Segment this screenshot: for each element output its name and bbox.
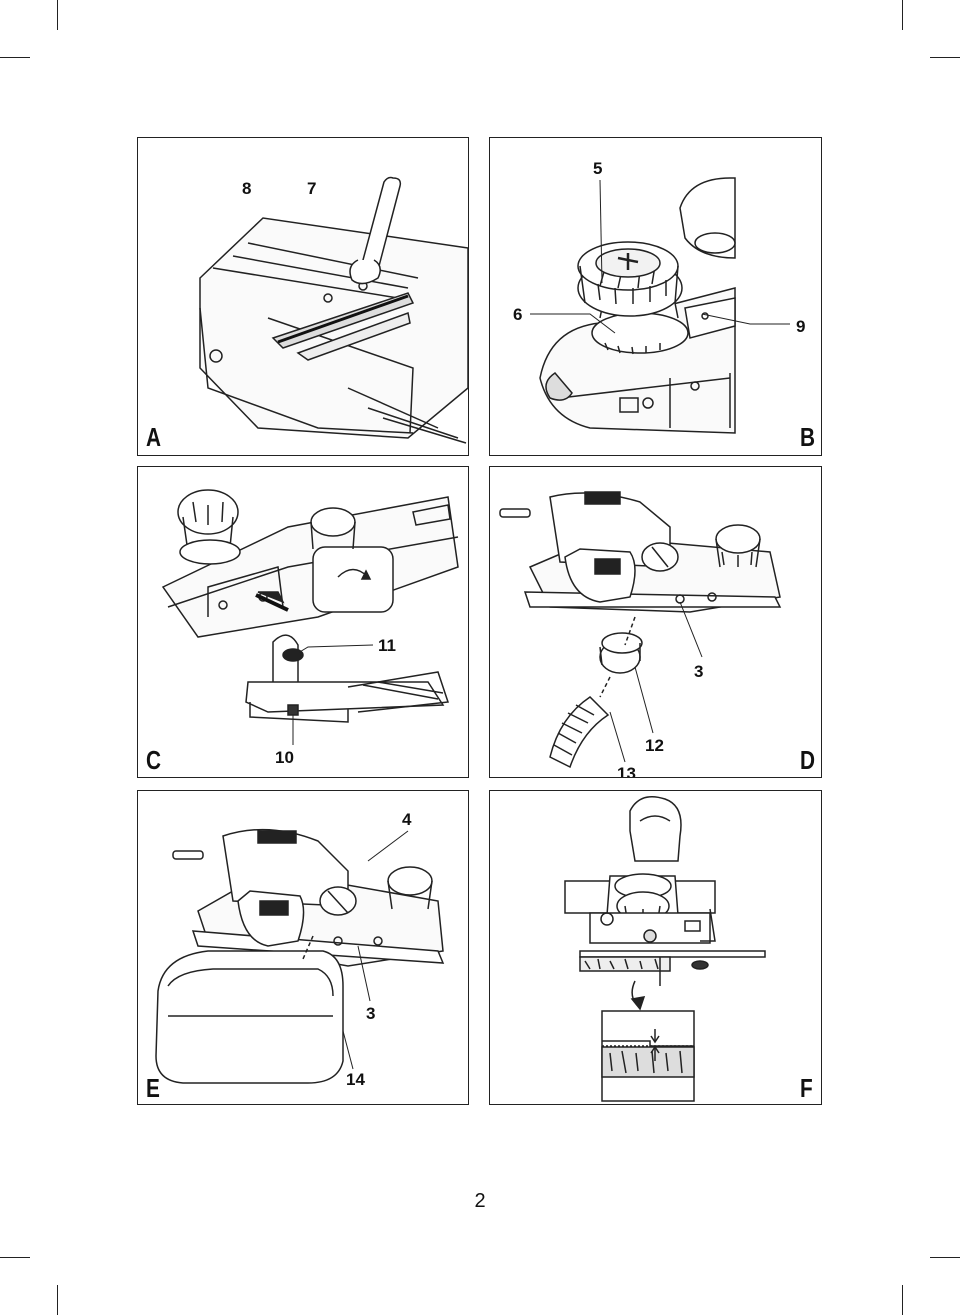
callout-label: 14 xyxy=(346,1070,365,1089)
crop-mark xyxy=(0,57,30,58)
panel-letter: D xyxy=(800,745,816,775)
crop-mark xyxy=(0,1257,30,1258)
page-number: 2 xyxy=(474,1190,486,1212)
crop-mark xyxy=(930,1257,960,1258)
callout-label: 13 xyxy=(617,764,636,778)
dust-bag-illustration xyxy=(138,791,469,1105)
panel-letter: E xyxy=(146,1073,160,1103)
callout-label: 5 xyxy=(593,159,603,178)
panel-letter: A xyxy=(146,422,162,452)
callout-label: 10 xyxy=(275,748,294,767)
crop-mark xyxy=(57,1285,58,1315)
panel-letter: B xyxy=(800,422,816,452)
leader-lines xyxy=(490,467,822,778)
planer-blade-illustration xyxy=(138,138,468,456)
figure-panel-e: 4 3 14 E xyxy=(137,790,469,1105)
crop-mark xyxy=(930,57,960,58)
panel-letter: F xyxy=(800,1073,813,1103)
crop-mark xyxy=(902,1285,903,1315)
leader-lines xyxy=(138,791,469,1105)
rebating-illustration xyxy=(490,791,822,1105)
crop-mark xyxy=(902,0,903,30)
callout-label: 4 xyxy=(402,810,412,829)
callout-label: 6 xyxy=(513,305,523,324)
figure-panel-f: F xyxy=(489,790,822,1105)
figure-panel-c: 11 10 C xyxy=(137,466,469,778)
crop-mark xyxy=(57,0,58,30)
callout-label: 12 xyxy=(645,736,664,755)
leader-lines xyxy=(490,138,822,456)
depth-knob-illustration xyxy=(490,138,822,456)
figure-panel-b: 5 6 9 B xyxy=(489,137,822,456)
callout-label: 3 xyxy=(694,662,704,681)
callout-label: 11 xyxy=(378,636,396,655)
callout-label: 8 xyxy=(242,179,252,198)
parallel-fence-illustration xyxy=(138,467,469,778)
figure-panel-d: 3 12 13 D xyxy=(489,466,822,778)
dust-adapter-illustration xyxy=(490,467,822,778)
panel-letter: C xyxy=(146,745,162,775)
figure-panel-a: 8 7 A xyxy=(137,137,469,456)
callout-label: 9 xyxy=(796,317,806,336)
callout-label: 3 xyxy=(366,1004,376,1023)
callout-label: 7 xyxy=(307,179,317,198)
leader-lines xyxy=(138,467,469,778)
